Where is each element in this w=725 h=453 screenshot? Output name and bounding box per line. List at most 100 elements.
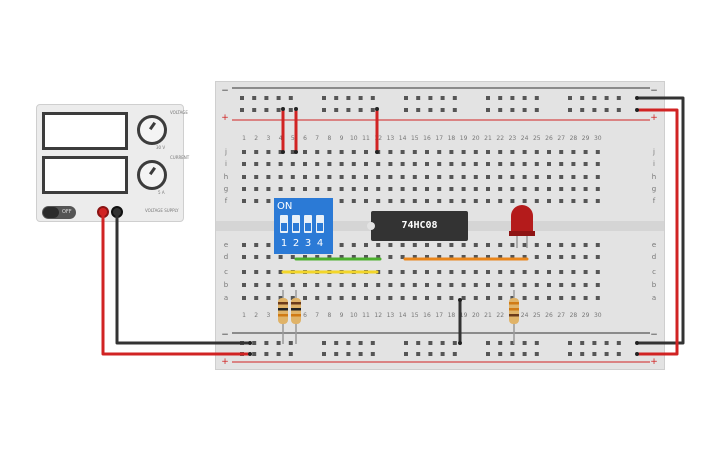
rail-hole: [510, 352, 515, 356]
column-number-top: 20: [472, 135, 480, 142]
terminal-hole: [254, 187, 259, 191]
terminal-hole: [437, 243, 442, 247]
terminal-hole: [242, 270, 246, 274]
terminal-hole: [400, 296, 405, 300]
terminal-hole: [278, 175, 283, 179]
current-header: CURRENT: [170, 155, 190, 160]
terminal-hole: [351, 199, 356, 203]
terminal-hole: [583, 283, 588, 287]
rail-hole: [288, 96, 293, 100]
resistor-1[interactable]: [278, 298, 288, 324]
row-letter: g: [652, 185, 656, 193]
rail-link-negative-wire[interactable]: [635, 96, 685, 345]
column-number-top: 22: [496, 135, 504, 142]
terminal-hole: [351, 187, 356, 191]
column-number-bottom: 24: [521, 312, 529, 319]
terminal-hole: [339, 283, 344, 287]
terminal-hole: [351, 175, 356, 179]
terminal-hole: [473, 243, 478, 247]
rail-hole: [568, 341, 572, 345]
dip-toggle-4[interactable]: [316, 215, 324, 233]
rail-hole: [522, 96, 527, 100]
terminal-hole: [449, 162, 454, 166]
logic-chip-74hc08[interactable]: 74HC08: [367, 211, 468, 241]
column-number-bottom: 13: [387, 312, 395, 319]
column-number-top: 4: [279, 135, 283, 142]
terminal-hole: [534, 270, 539, 274]
terminal-hole: [303, 296, 307, 300]
rail-hole: [522, 108, 527, 112]
supply-positive-wire[interactable]: [101, 210, 252, 356]
rail-hole: [510, 108, 515, 112]
terminal-hole: [473, 162, 478, 166]
terminal-hole: [571, 243, 576, 247]
terminal-hole: [559, 296, 564, 300]
terminal-hole: [595, 175, 600, 179]
terminal-hole: [376, 199, 381, 203]
dip-toggle-2[interactable]: [292, 215, 300, 233]
terminal-hole: [498, 270, 503, 274]
red-led[interactable]: [511, 205, 533, 233]
terminal-hole: [498, 187, 503, 191]
terminal-hole: [266, 255, 271, 259]
terminal-hole: [486, 283, 490, 287]
column-number-top: 23: [509, 135, 517, 142]
terminal-hole: [437, 175, 442, 179]
terminal-hole: [595, 255, 600, 259]
terminal-hole: [473, 296, 478, 300]
terminal-hole: [547, 243, 551, 247]
rail-hole: [358, 108, 363, 112]
power-switch[interactable]: OFF: [42, 206, 76, 219]
column-number-top: 15: [411, 135, 419, 142]
rail-link-positive-wire[interactable]: [635, 108, 679, 356]
column-number-bottom: 1: [242, 312, 246, 319]
row-letter: b: [652, 281, 657, 289]
supply-negative-wire[interactable]: [115, 210, 252, 345]
terminal-hole: [278, 150, 283, 154]
terminal-hole: [486, 296, 490, 300]
terminal-hole: [351, 243, 356, 247]
power-supply[interactable]: VOLTAGE 30 V CURRENT 5 A VOLTAGE SUPPLY: [36, 104, 189, 222]
terminal-hole: [303, 150, 307, 154]
rail-hole: [322, 108, 326, 112]
column-number-bottom: 20: [472, 312, 480, 319]
terminal-hole: [534, 199, 539, 203]
wire-end: [458, 341, 462, 345]
terminal-hole: [388, 150, 393, 154]
dip-switch[interactable]: ON 1 2 3 4: [274, 198, 333, 254]
terminal-hole: [595, 199, 600, 203]
column-number-top: 1: [242, 135, 246, 142]
terminal-hole: [242, 243, 246, 247]
rail-hole: [288, 352, 293, 356]
rail-hole: [288, 341, 293, 345]
voltage-knob[interactable]: [137, 115, 167, 145]
terminal-hole: [364, 162, 368, 166]
terminal-hole: [278, 187, 283, 191]
terminal-hole: [339, 243, 344, 247]
terminal-hole: [400, 243, 405, 247]
terminal-hole: [583, 296, 588, 300]
terminal-hole: [400, 283, 405, 287]
dip-toggle-3[interactable]: [304, 215, 312, 233]
terminal-hole: [473, 255, 478, 259]
rail-hole: [404, 352, 408, 356]
terminal-hole: [595, 162, 600, 166]
terminal-hole: [461, 270, 466, 274]
terminal-hole: [425, 255, 429, 259]
resistor-3[interactable]: [509, 298, 519, 324]
rail-hole: [322, 341, 326, 345]
resistor-2[interactable]: [291, 298, 301, 324]
dip-toggle-1[interactable]: [280, 215, 288, 233]
row-letter: c: [224, 268, 228, 276]
terminal-hole: [242, 255, 246, 259]
current-knob[interactable]: [137, 160, 167, 190]
column-number-top: 5: [291, 135, 295, 142]
column-number-bottom: 12: [374, 312, 382, 319]
terminal-hole: [254, 243, 259, 247]
terminal-hole: [412, 150, 417, 154]
terminal-hole: [559, 187, 564, 191]
resistor-3-band: [509, 314, 519, 317]
column-number-top: 2: [254, 135, 258, 142]
terminal-hole: [425, 175, 429, 179]
